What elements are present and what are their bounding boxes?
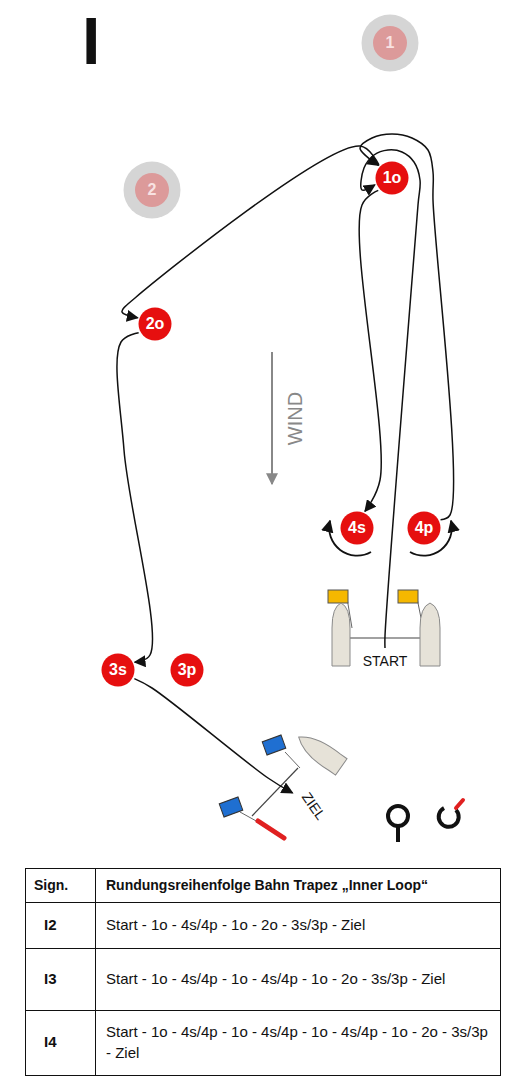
table-cell: Start - 1o - 4s/4p - 1o - 2o - 3s/3p - Z… bbox=[106, 915, 494, 935]
mark-circle bbox=[171, 654, 204, 687]
mark-number: 2 bbox=[148, 181, 157, 199]
finish-line bbox=[219, 729, 347, 838]
table-grid bbox=[25, 1010, 501, 1011]
course-mark: 4p bbox=[407, 511, 441, 545]
course-mark: 3p bbox=[170, 653, 204, 687]
mark-halo bbox=[124, 162, 181, 219]
rounding-symbol bbox=[456, 800, 463, 808]
mark-number: 3p bbox=[178, 661, 197, 679]
table-cell: Start - 1o - 4s/4p - 1o - 4s/4p - 1o - 2… bbox=[106, 969, 494, 989]
course-mark: 1o bbox=[375, 161, 409, 195]
wind-label: WIND bbox=[282, 391, 309, 444]
offset-symbol bbox=[388, 806, 408, 826]
mark-circle bbox=[341, 512, 374, 545]
finish-line bbox=[219, 797, 243, 817]
course-leg bbox=[361, 150, 420, 648]
mark-number: 4p bbox=[415, 519, 434, 537]
start-line bbox=[398, 590, 418, 603]
mark-circle bbox=[102, 654, 135, 687]
mark-halo bbox=[362, 15, 419, 72]
mark-number: 1o bbox=[383, 169, 402, 187]
table-grid bbox=[25, 868, 501, 1076]
mark-circle bbox=[376, 162, 409, 195]
area-label: ZIEL bbox=[299, 789, 329, 822]
start-line bbox=[332, 603, 350, 666]
table-header: Rundungsreihenfolge Bahn Trapez „Inner L… bbox=[106, 876, 494, 895]
course-mark: 2o bbox=[138, 307, 172, 341]
finish-line bbox=[240, 812, 258, 822]
table-grid bbox=[25, 948, 501, 949]
wind-arrow bbox=[271, 352, 273, 484]
start-line bbox=[420, 603, 440, 666]
course-leg bbox=[359, 190, 381, 511]
course-mark: 4s bbox=[340, 511, 374, 545]
signal-cell: I2 bbox=[44, 915, 57, 935]
course-leg bbox=[360, 134, 454, 520]
course-leg bbox=[134, 679, 292, 793]
inactive-mark: 1 bbox=[361, 14, 419, 72]
offset-symbol bbox=[388, 806, 408, 842]
signal-cell: I3 bbox=[44, 969, 57, 989]
table-grid bbox=[26, 869, 501, 1076]
finish-line bbox=[285, 752, 300, 768]
mark-number: 1 bbox=[386, 34, 395, 52]
start-line bbox=[328, 590, 348, 603]
table-cell: Start - 1o - 4s/4p - 1o - 4s/4p - 1o - 4… bbox=[106, 1022, 494, 1063]
mark-circle bbox=[135, 173, 169, 207]
mark-number: 2o bbox=[146, 315, 165, 333]
finish-line bbox=[258, 821, 284, 838]
table-grid bbox=[95, 868, 96, 1076]
offset-symbol bbox=[396, 826, 400, 842]
mark-number: 4s bbox=[348, 519, 366, 537]
mark-circle bbox=[373, 26, 407, 60]
area-label: START bbox=[363, 653, 408, 669]
signal-letter: I bbox=[82, 8, 100, 74]
table-grid bbox=[25, 902, 501, 903]
course-leg bbox=[122, 146, 379, 318]
finish-label-box: ZIEL bbox=[294, 784, 334, 827]
signal-cell: I4 bbox=[44, 1032, 57, 1052]
mark-circle bbox=[139, 308, 172, 341]
mark-circle bbox=[408, 512, 441, 545]
start-label-box: START bbox=[359, 650, 412, 672]
rounding-symbol bbox=[439, 808, 459, 827]
inactive-mark: 2 bbox=[123, 161, 181, 219]
table-header: Sign. bbox=[34, 876, 68, 895]
finish-line bbox=[262, 735, 286, 755]
course-mark: 3s bbox=[101, 653, 135, 687]
course-leg bbox=[117, 333, 153, 662]
mark-number: 3s bbox=[109, 661, 127, 679]
finish-line bbox=[293, 729, 347, 776]
rounding-symbol bbox=[439, 800, 463, 827]
